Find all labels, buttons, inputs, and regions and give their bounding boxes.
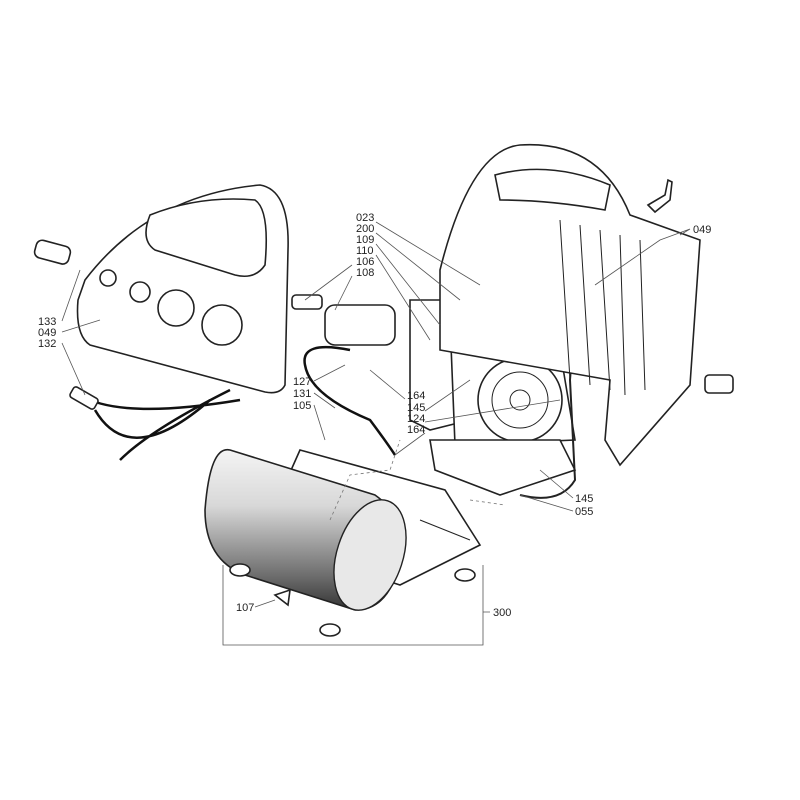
part-label: 200 [356,223,374,235]
part-label: 109 [356,234,374,246]
part-label: 049 [693,224,711,236]
leader-lines [61,221,691,608]
plug [69,386,99,410]
part-label: 107 [236,602,254,614]
label-group-bottom-right: 145 055 [575,493,593,518]
rubber-feet [229,563,476,637]
part-label: 106 [356,256,374,268]
part-label: 127 [293,376,311,388]
part-label: 300 [493,607,511,619]
label-group-top: 023 200 109 110 106 108 [356,212,374,279]
air-tank [204,448,407,611]
switch-knob [33,239,72,265]
part-label: 145 [575,493,593,505]
front-panel [76,184,289,394]
part-label: 133 [38,316,56,328]
label-group-mid-left: 127 131 105 [293,376,311,412]
part-label: 110 [356,245,374,257]
part-label: 131 [293,388,311,400]
part-label: 108 [356,267,374,279]
label-group-mid: 164 145 124 164 [407,390,425,436]
part-label: 023 [356,212,374,224]
air-hose [303,345,397,456]
part-label: 145 [407,402,425,414]
part-label: 164 [407,424,425,436]
rear-cover [439,143,734,467]
part-label: 049 [38,327,56,339]
part-label: 164 [407,390,425,402]
assembly-bracket [222,565,490,646]
power-cord [79,388,241,461]
part-label: 105 [293,400,311,412]
part-label: 124 [407,413,425,425]
label-group-left: 133 049 132 [38,316,56,350]
part-label: 055 [575,506,593,518]
part-label: 132 [38,338,56,350]
